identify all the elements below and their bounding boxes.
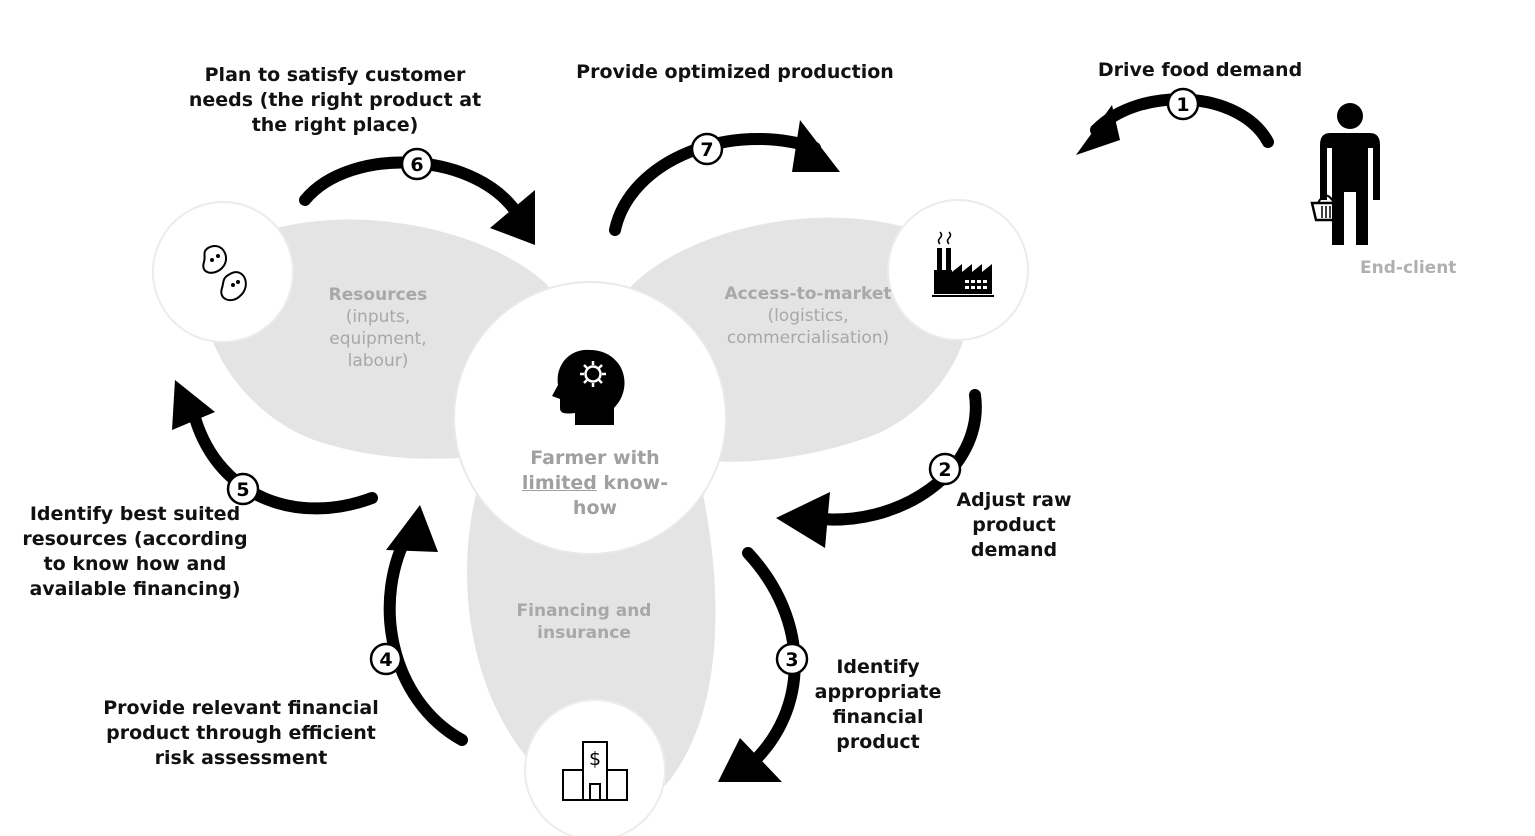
person-basket-icon bbox=[1310, 103, 1380, 245]
resources-node bbox=[152, 201, 294, 343]
step-badge-1: 1 bbox=[1166, 87, 1200, 121]
step-badge-3: 3 bbox=[775, 642, 809, 676]
step-badge-2: 2 bbox=[928, 452, 962, 486]
financing-title: Financing and insurance bbox=[516, 601, 652, 643]
arrowhead-2 bbox=[776, 492, 830, 548]
arrow-5 bbox=[189, 412, 378, 515]
petal-financing bbox=[466, 480, 716, 808]
step-badge-5: 5 bbox=[226, 472, 260, 506]
arrow-2 bbox=[804, 389, 982, 526]
beans-icon bbox=[202, 245, 247, 302]
resources-title: Resources (inputs, equipment, labour) bbox=[328, 285, 428, 371]
hub-label: Farmer with limited know- how bbox=[521, 447, 669, 519]
bank-icon bbox=[562, 741, 628, 801]
step-badge-4: 4 bbox=[369, 642, 403, 676]
arrowhead-6 bbox=[490, 190, 535, 245]
svg-text:7: 7 bbox=[700, 139, 713, 161]
factory-icon bbox=[932, 231, 994, 297]
arrow-7 bbox=[609, 133, 821, 236]
svg-text:1: 1 bbox=[1176, 94, 1189, 116]
svg-text:2: 2 bbox=[938, 459, 951, 481]
arrowhead-4 bbox=[386, 505, 438, 552]
step-badge-7: 7 bbox=[690, 132, 724, 166]
step-badge-6: 6 bbox=[400, 147, 434, 181]
arrowhead-5 bbox=[172, 380, 215, 430]
svg-text:3: 3 bbox=[785, 649, 798, 671]
arrowhead-3 bbox=[718, 738, 782, 782]
financing-node bbox=[524, 699, 666, 836]
svg-text:4: 4 bbox=[379, 649, 392, 671]
step-1-label: Drive food demand bbox=[1097, 59, 1303, 81]
dollar-sign: $ bbox=[589, 748, 601, 770]
market-title: Access-to-market (logistics, commerciali… bbox=[724, 284, 892, 348]
arrow-4 bbox=[383, 524, 468, 746]
svg-text:6: 6 bbox=[410, 154, 423, 176]
head-gear-icon bbox=[552, 349, 625, 425]
step-7-label: Provide optimized production bbox=[576, 61, 894, 83]
arrowhead-7 bbox=[792, 120, 840, 172]
end-client-label: End-client bbox=[1360, 258, 1457, 278]
arrowhead-1 bbox=[1076, 105, 1120, 155]
svg-text:5: 5 bbox=[236, 479, 249, 501]
